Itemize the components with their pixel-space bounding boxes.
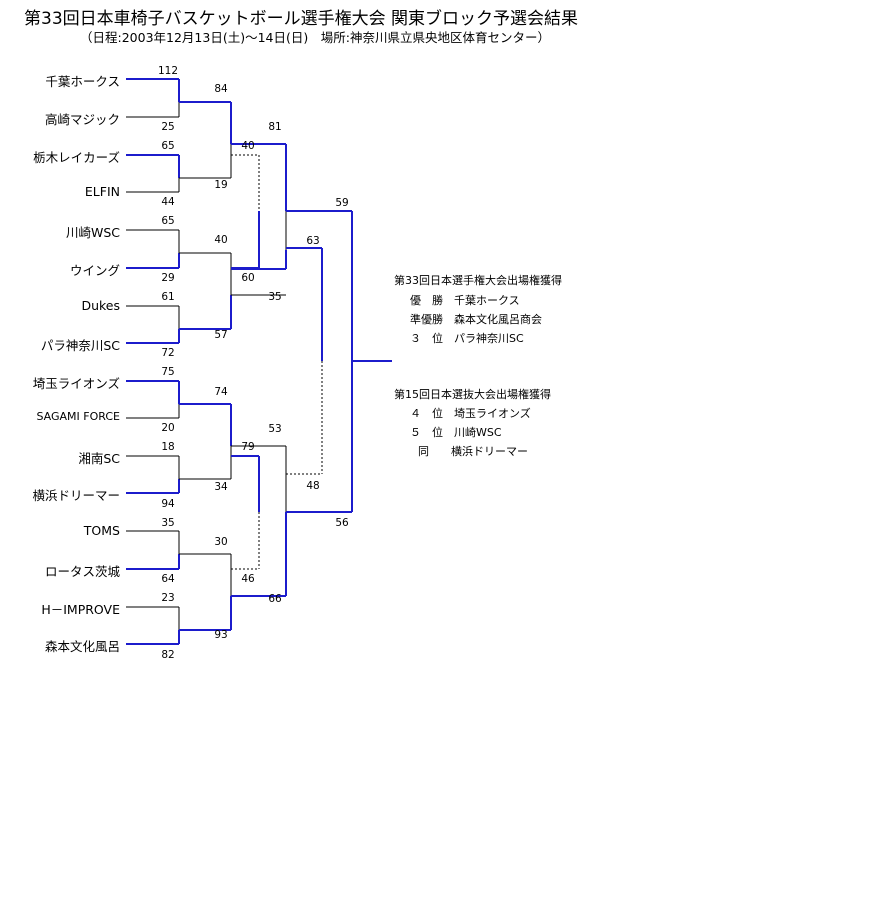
score-label: 93: [214, 629, 228, 641]
score-label: 59: [335, 197, 349, 209]
score-label: 35: [161, 517, 175, 529]
team-name: パラ神奈川SC: [40, 338, 120, 353]
score-label: 63: [306, 235, 320, 247]
team-name: 横浜ドリーマー: [32, 488, 120, 503]
team-name: ロータス茨城: [44, 564, 120, 579]
score-label: 46: [241, 573, 255, 585]
team-name: 栃木レイカーズ: [33, 150, 120, 165]
score-label: 23: [161, 592, 175, 604]
result-winner: 優 勝 千葉ホークス: [410, 294, 520, 307]
team-name: SAGAMI FORCE: [36, 410, 120, 423]
score-label: 75: [161, 366, 175, 378]
score-label: 81: [268, 121, 282, 133]
team-name: ELFIN: [84, 184, 120, 199]
score-label: 19: [214, 179, 228, 191]
score-label: 61: [161, 291, 175, 303]
score-label: 66: [268, 593, 282, 605]
team-name: 埼玉ライオンズ: [32, 376, 120, 391]
result-fourth-place: ４ 位 埼玉ライオンズ: [410, 407, 531, 420]
score-label: 74: [214, 386, 228, 398]
score-label: 60: [241, 272, 255, 284]
result-runner-up: 準優勝 森本文化風呂商会: [410, 313, 542, 326]
team-name: H－IMPROVE: [41, 602, 120, 617]
result-third-place: ３ 位 パラ神奈川SC: [410, 332, 524, 345]
team-name: TOMS: [83, 523, 120, 538]
team-name: 森本文化風呂: [44, 639, 120, 654]
score-label: 48: [306, 480, 320, 492]
result-heading-championship: 第33回日本選手権大会出場権獲得: [394, 274, 562, 287]
result-fifth-place: ５ 位 川崎WSC: [410, 426, 502, 439]
team-name: 高崎マジック: [44, 112, 120, 127]
score-label: 18: [161, 441, 175, 453]
score-label: 40: [241, 140, 255, 152]
score-label: 44: [161, 196, 175, 208]
page-subtitle: （日程:2003年12月13日(土)～14日(日) 場所:神奈川県立県央地区体育…: [80, 30, 550, 45]
score-label: 72: [161, 347, 175, 359]
score-label: 65: [161, 215, 175, 227]
score-label: 84: [214, 83, 228, 95]
score-label: 34: [214, 481, 228, 493]
score-label: 20: [161, 422, 175, 434]
score-label: 35: [268, 291, 282, 303]
score-label: 94: [161, 498, 175, 510]
score-label: 30: [214, 536, 228, 548]
result-fifth-place-tie: 同 横浜ドリーマー: [418, 445, 528, 458]
score-label: 112: [157, 65, 179, 77]
score-label: 65: [161, 140, 175, 152]
score-label: 64: [161, 573, 175, 585]
team-name: 千葉ホークス: [45, 74, 120, 89]
score-label: 56: [335, 517, 349, 529]
score-label: 79: [241, 441, 255, 453]
result-heading-selection: 第15回日本選抜大会出場権獲得: [394, 388, 551, 401]
score-label: 82: [161, 649, 175, 661]
score-label: 40: [214, 234, 228, 246]
score-label: 29: [161, 272, 175, 284]
page-title: 第33回日本車椅子バスケットボール選手権大会 関東ブロック予選会結果: [24, 9, 579, 29]
score-label: 25: [161, 121, 175, 133]
team-name: 湘南SC: [78, 451, 120, 466]
score-label: 57: [214, 329, 228, 341]
team-name: Dukes: [81, 298, 120, 313]
team-name: 川崎WSC: [65, 225, 120, 240]
team-name: ウイング: [69, 263, 120, 278]
score-label: 53: [268, 423, 282, 435]
